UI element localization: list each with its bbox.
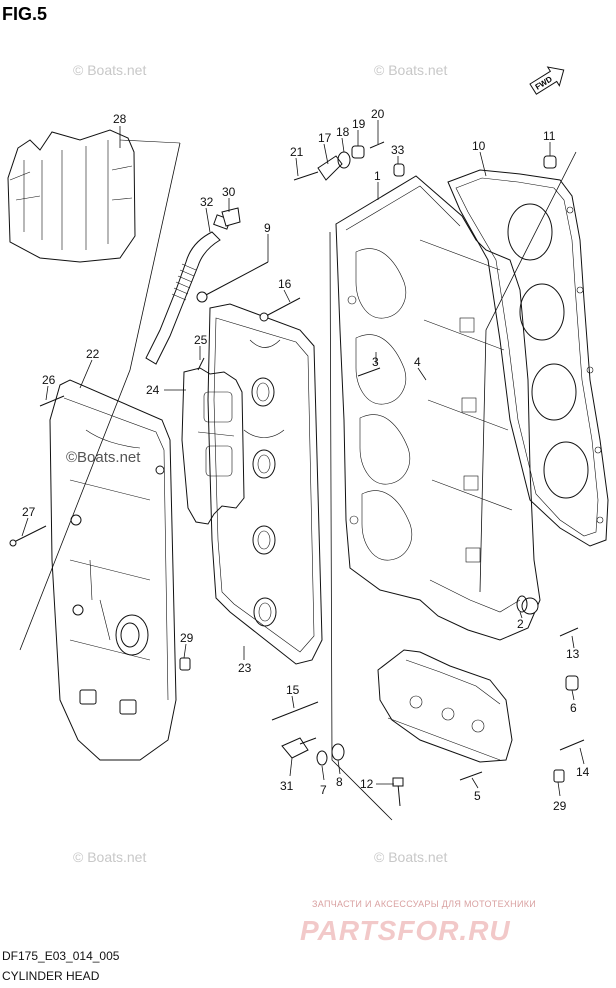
bolt-part-26: [39, 395, 65, 407]
pin-part-11: [543, 155, 557, 169]
callout-2: 2: [517, 617, 524, 631]
watermark-boats-top-right: © Boats.net: [374, 62, 447, 78]
watermark-boats-center: ©Boats.net: [66, 449, 141, 466]
callout-23: 23: [238, 661, 252, 675]
bolt-part-9: [196, 261, 269, 303]
sensor-part-32: [281, 737, 317, 759]
callout-12: 12: [360, 777, 374, 791]
heat-shield-part-28: [7, 129, 181, 263]
pin-part-33: [393, 163, 405, 177]
bolt-part-3: [357, 367, 381, 377]
callout-1: 1: [374, 169, 381, 183]
callout-14: 14: [576, 765, 590, 779]
callout-3: 3: [372, 355, 379, 369]
callout-25: 25: [194, 333, 208, 347]
bolt-part-14: [559, 739, 585, 751]
callout-15: 15: [286, 683, 300, 697]
cylinder-head-part-1: [335, 175, 541, 641]
callout-5: 5: [474, 789, 481, 803]
callout-24: 24: [146, 383, 160, 397]
callout-labels: 28 32 30 9 16 25 24 22 26 27 29 23 21 17…: [22, 107, 590, 813]
fwd-arrow-icon: FWD: [529, 66, 565, 95]
leader-lines: [21, 120, 585, 797]
plate-part-24: [181, 367, 245, 525]
breather-hose-part-30: [145, 214, 231, 365]
callout-26: 26: [42, 373, 56, 387]
model-code: DF175_E03_014_005: [2, 949, 120, 963]
callout-4: 4: [414, 355, 421, 369]
callout-30: 32: [200, 195, 214, 209]
callout-6: 6: [570, 701, 577, 715]
nut-part-29-left: [179, 657, 191, 671]
callout-18: 18: [336, 125, 350, 139]
o-ring-part-8: [331, 743, 345, 761]
watermark-ru-tagline: ЗАПЧАСТИ И АКСЕССУАРЫ ДЛЯ МОТОТЕХНИКИ: [312, 899, 536, 909]
cylinder-head-gasket-part-10: [447, 169, 609, 547]
nut-part-29-right: [553, 769, 565, 783]
clamp-part-31: [221, 207, 241, 227]
o-ring-part-18: [337, 151, 351, 169]
callout-8: 8: [336, 775, 343, 789]
callout-32: 31: [280, 779, 294, 793]
callout-13: 13: [566, 647, 580, 661]
bolt-part-15: [271, 701, 319, 721]
washer-part-7: [316, 750, 328, 766]
bolt-part-12: [392, 777, 404, 807]
callout-20: 20: [371, 107, 385, 121]
bolt-part-16: [259, 297, 301, 322]
callout-19: 19: [352, 117, 366, 131]
callout-10: 10: [472, 139, 486, 153]
callout-22: 22: [86, 347, 100, 361]
callout-21: 21: [290, 145, 304, 159]
cylinder-head-cover-part-22: [49, 379, 177, 761]
figure-title: FIG.5: [2, 4, 47, 24]
watermark-boats-bottom-left: © Boats.net: [73, 849, 146, 865]
exhaust-cover-part-5: [377, 649, 513, 763]
section-name: CYLINDER HEAD: [2, 969, 100, 983]
plug-part-19: [351, 145, 365, 159]
pin-part-6: [565, 675, 579, 691]
bolt-part-21: [293, 171, 319, 181]
callout-33: 33: [391, 143, 405, 157]
bolt-part-13: [559, 627, 579, 637]
watermark-boats-top-left: © Boats.net: [73, 62, 146, 78]
bolt-part-25: [197, 357, 205, 371]
callout-29-right: 29: [553, 799, 567, 813]
callout-16: 16: [278, 277, 292, 291]
head-cover-gasket-part-23: [207, 303, 323, 665]
callout-27: 27: [22, 505, 36, 519]
callout-29-left: 29: [180, 631, 194, 645]
o-ring-part-2: [516, 595, 528, 613]
callout-17: 17: [318, 131, 332, 145]
watermark-ru-brand: PARTSFOR.RU: [300, 915, 511, 946]
bolt-part-20: [369, 141, 385, 149]
callout-28: 28: [113, 112, 127, 126]
watermark-boats-bottom-right: © Boats.net: [374, 849, 447, 865]
callout-7: 7: [320, 783, 327, 797]
bolt-part-5: [459, 771, 483, 781]
cover-part-17: [317, 155, 343, 181]
bolt-part-27: [9, 525, 47, 547]
callout-9: 9: [264, 221, 271, 235]
callout-11: 11: [543, 129, 556, 143]
callout-31: 30: [222, 185, 236, 199]
